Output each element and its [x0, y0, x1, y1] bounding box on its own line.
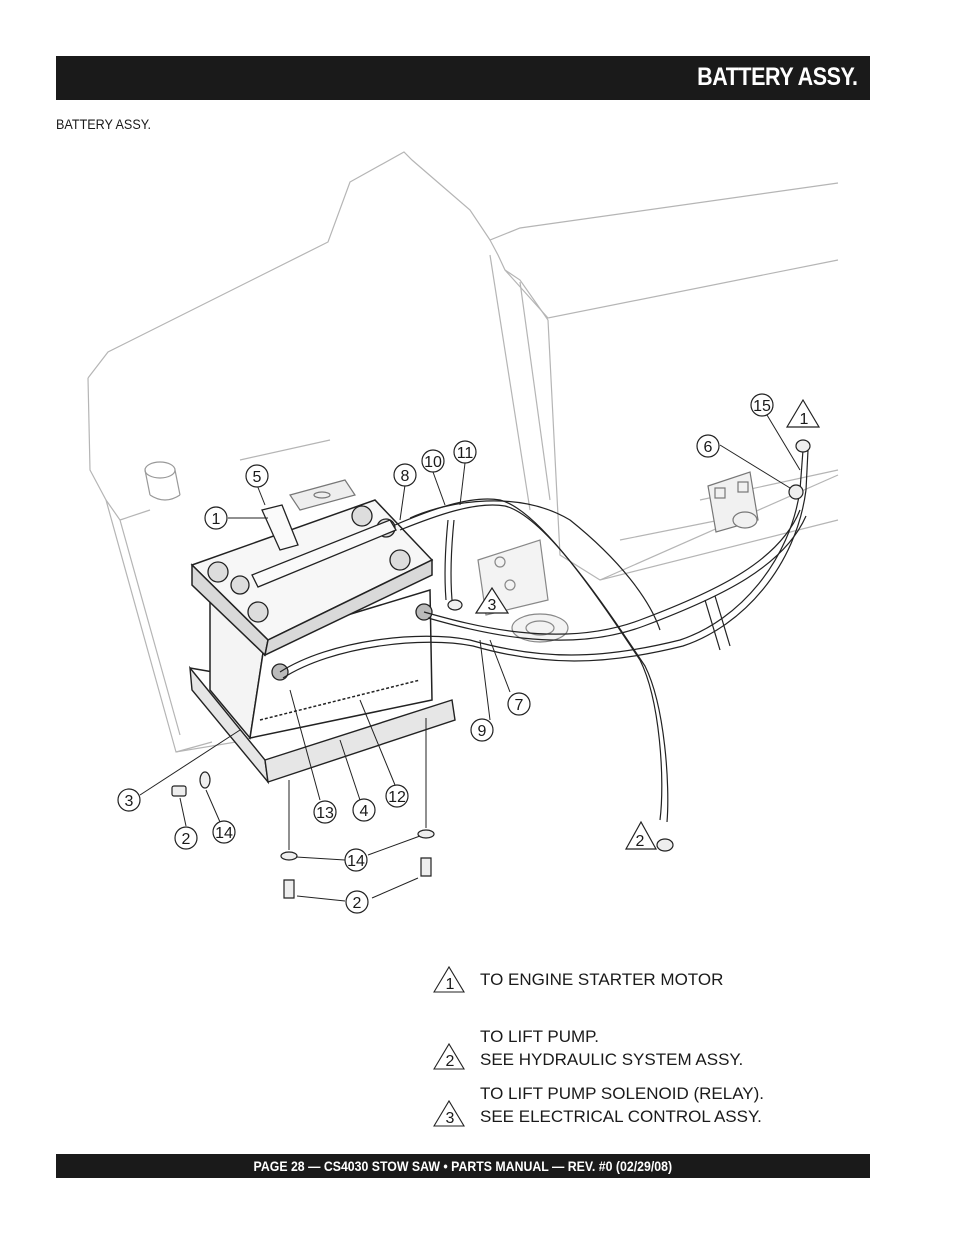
callout-13: 13	[316, 805, 334, 822]
legend-line: SEE ELECTRICAL CONTROL ASSY.	[480, 1107, 762, 1126]
legend-line: TO ENGINE STARTER MOTOR	[480, 970, 724, 989]
legend-item: 3 TO LIFT PUMP SOLENOID (RELAY). SEE ELE…	[432, 1079, 852, 1129]
legend-marker: 2	[446, 1053, 455, 1070]
note-triangles	[474, 398, 821, 850]
notes-legend: 1 TO ENGINE STARTER MOTOR 2 TO LIFT PUMP…	[432, 965, 852, 1136]
legend-text: TO ENGINE STARTER MOTOR	[480, 968, 723, 991]
note-triangle-icon: 2	[433, 1042, 465, 1070]
callout-14: 14	[347, 853, 365, 870]
leader-lines	[139, 414, 801, 902]
cable-lugs	[447, 439, 811, 852]
legend-line: SEE HYDRAULIC SYSTEM ASSY.	[480, 1050, 744, 1069]
callout-1: 1	[212, 511, 221, 528]
callout-14: 14	[215, 825, 233, 842]
callout-5: 5	[253, 469, 262, 486]
callout-7: 7	[515, 697, 524, 714]
note-marker-3: 3	[488, 597, 497, 614]
legend-text: TO LIFT PUMP. SEE HYDRAULIC SYSTEM ASSY.	[480, 1025, 743, 1071]
standoff-cylinder	[144, 461, 181, 501]
legend-item: 1 TO ENGINE STARTER MOTOR	[432, 965, 852, 1015]
callout-3: 3	[125, 793, 134, 810]
section-label: BATTERY ASSY.	[56, 116, 152, 132]
cables	[279, 449, 809, 823]
callout-circles	[117, 393, 774, 914]
callout-2: 2	[182, 831, 191, 848]
header-bar: BATTERY ASSY.	[56, 56, 870, 100]
battery-case	[190, 499, 434, 740]
hardware	[171, 771, 435, 899]
footer-text: PAGE 28 — CS4030 STOW SAW • PARTS MANUAL…	[253, 1158, 673, 1174]
starter-bracket	[707, 471, 759, 533]
legend-marker: 3	[446, 1110, 455, 1127]
note-triangle-icon: 1	[433, 965, 465, 993]
hold-down-bar	[251, 504, 397, 588]
callout-2: 2	[353, 895, 362, 912]
legend-text: TO LIFT PUMP SOLENOID (RELAY). SEE ELECT…	[480, 1082, 764, 1128]
callout-15: 15	[753, 398, 771, 415]
callout-10: 10	[424, 454, 442, 471]
callout-numbers: 1 5 8 10 11 6 15 7 9 3 2 14 13 4 12 14 2	[125, 398, 771, 912]
legend-line: TO LIFT PUMP SOLENOID (RELAY).	[480, 1084, 765, 1103]
page-title: BATTERY ASSY.	[697, 63, 859, 91]
callout-8: 8	[401, 468, 410, 485]
wall-bracket	[289, 479, 356, 511]
legend-marker: 1	[446, 976, 455, 993]
note-marker-1: 1	[800, 411, 809, 428]
callout-4: 4	[360, 803, 369, 820]
note-triangle-icon: 3	[433, 1099, 465, 1127]
callout-9: 9	[478, 723, 487, 740]
legend-item: 2 TO LIFT PUMP. SEE HYDRAULIC SYSTEM ASS…	[432, 1022, 852, 1072]
footer-bar: PAGE 28 — CS4030 STOW SAW • PARTS MANUAL…	[56, 1154, 870, 1178]
callout-12: 12	[388, 789, 406, 806]
callout-11: 11	[457, 445, 474, 462]
legend-line: TO LIFT PUMP.	[480, 1027, 600, 1046]
callout-6: 6	[704, 439, 713, 456]
note-marker-2: 2	[636, 833, 645, 850]
